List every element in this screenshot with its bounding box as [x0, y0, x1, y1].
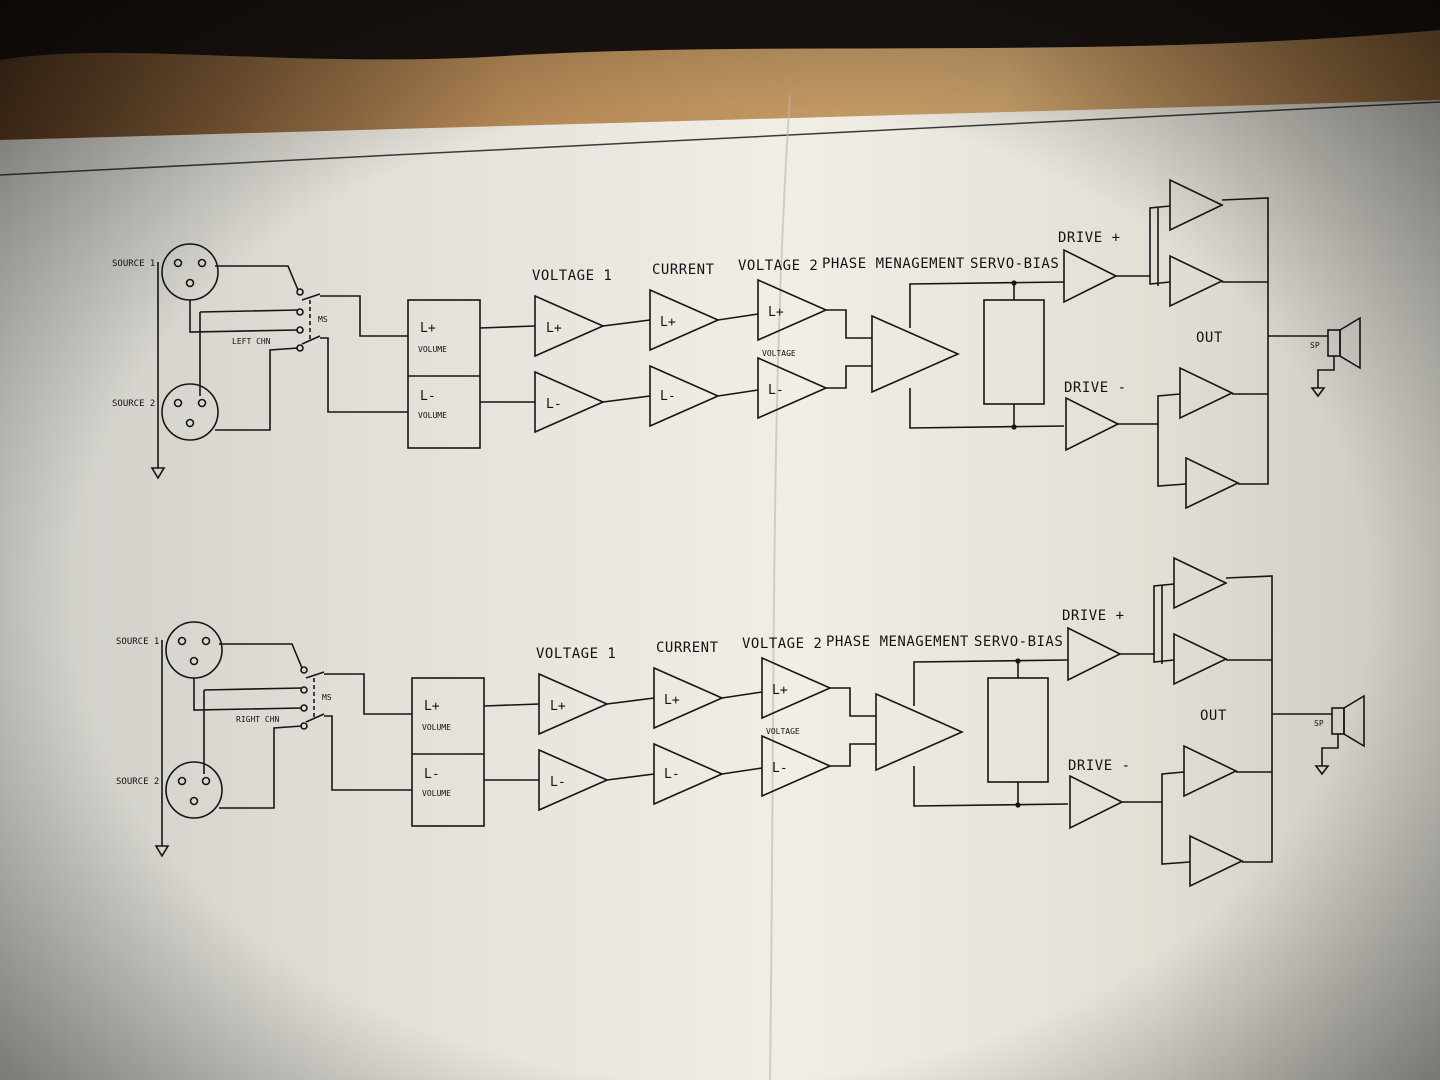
amp-label: L+	[550, 699, 566, 714]
paper-sheet	[0, 100, 1440, 1080]
voltage-small-label: VOLTAGE	[766, 727, 800, 736]
volume-minus-label: L-	[424, 767, 440, 782]
servo-label: SERVO-BIAS	[974, 634, 1063, 650]
speaker-label: SP	[1310, 341, 1320, 350]
source1-label: SOURCE 1	[112, 259, 155, 269]
source1-label: SOURCE 1	[116, 637, 159, 647]
volume-plus-label: L+	[424, 699, 440, 714]
amp-label: L-	[550, 775, 566, 790]
out-label: OUT	[1196, 330, 1223, 346]
voltage1-label: VOLTAGE 1	[536, 646, 616, 662]
junction-dot	[1015, 658, 1021, 664]
drive-minus-label: DRIVE -	[1064, 380, 1127, 396]
voltage2-label: VOLTAGE 2	[738, 258, 818, 274]
amp-label: L-	[660, 389, 676, 404]
voltage1-label: VOLTAGE 1	[532, 268, 612, 284]
amp-label: L-	[546, 397, 562, 412]
volume-label: VOLUME	[418, 345, 447, 354]
volume-minus-label: L-	[420, 389, 436, 404]
voltage2-label: VOLTAGE 2	[742, 636, 822, 652]
current-label: CURRENT	[656, 640, 719, 656]
amp-label: L-	[772, 761, 788, 776]
phase-label: PHASE MENAGEMENT	[822, 256, 965, 272]
volume-label: VOLUME	[418, 411, 447, 420]
servo-label: SERVO-BIAS	[970, 256, 1059, 272]
drive-plus-label: DRIVE +	[1062, 608, 1125, 624]
amp-label: L+	[664, 693, 680, 708]
junction-dot	[1015, 802, 1021, 808]
drive-minus-label: DRIVE -	[1068, 758, 1131, 774]
volume-plus-label: L+	[420, 321, 436, 336]
volume-label: VOLUME	[422, 723, 451, 732]
ms-label: MS	[318, 315, 328, 324]
channel-label: LEFT CHN	[232, 337, 271, 346]
drive-plus-label: DRIVE +	[1058, 230, 1121, 246]
channel-label: RIGHT CHN	[236, 715, 280, 724]
speaker-label: SP	[1314, 719, 1324, 728]
volume-label: VOLUME	[422, 789, 451, 798]
amp-label: L+	[660, 315, 676, 330]
out-label: OUT	[1200, 708, 1227, 724]
amp-label: L+	[768, 305, 784, 320]
ms-label: MS	[322, 693, 332, 702]
source2-label: SOURCE 2	[112, 399, 155, 409]
phase-label: PHASE MENAGEMENT	[826, 634, 969, 650]
amp-label: L+	[546, 321, 562, 336]
source2-label: SOURCE 2	[116, 777, 159, 787]
current-label: CURRENT	[652, 262, 715, 278]
amp-label: L+	[772, 683, 788, 698]
junction-dot	[1011, 424, 1017, 430]
amp-label: L-	[664, 767, 680, 782]
voltage-small-label: VOLTAGE	[762, 349, 796, 358]
amp-label: L-	[768, 383, 784, 398]
junction-dot	[1011, 280, 1017, 286]
